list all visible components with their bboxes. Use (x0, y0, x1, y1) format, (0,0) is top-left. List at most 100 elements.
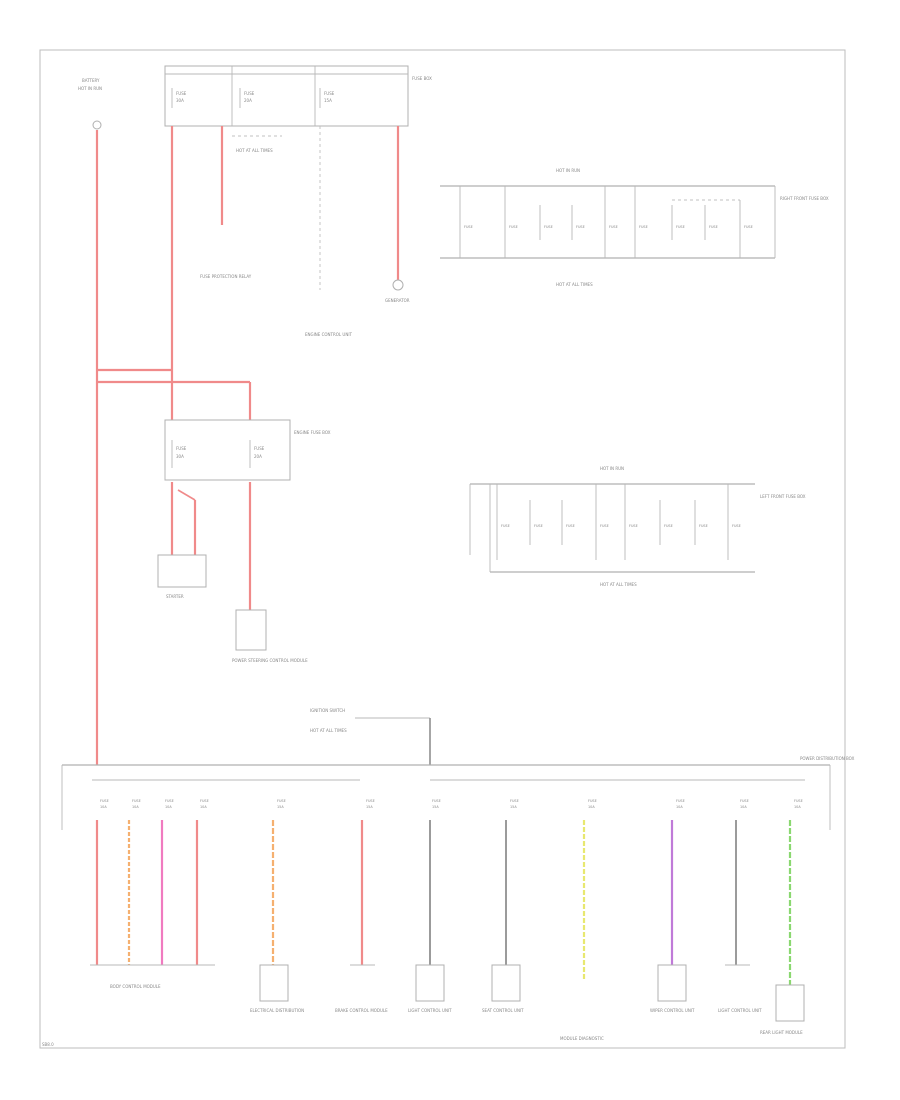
left-front-fuse-box: HOT IN RUN HOT AT ALL TIMES LEFT FRONT F… (469, 466, 806, 587)
svg-text:LEFT FRONT FUSE BOX: LEFT FRONT FUSE BOX (760, 494, 806, 499)
svg-text:LIGHT CONTROL UNIT: LIGHT CONTROL UNIT (718, 1008, 762, 1013)
svg-text:FUSE: FUSE (709, 225, 718, 229)
svg-text:FUSE: FUSE (544, 225, 553, 229)
svg-text:FUSE: FUSE (664, 524, 673, 528)
fuse-top-1: FUSE 30A (171, 88, 187, 108)
svg-text:10A: 10A (165, 805, 172, 809)
hot-at-all-times-top: HOT AT ALL TIMES (236, 148, 273, 153)
svg-text:HOT IN RUN: HOT IN RUN (556, 168, 580, 173)
svg-text:FUSE: FUSE (740, 799, 749, 803)
svg-text:FUSE: FUSE (464, 225, 473, 229)
svg-text:FUSE: FUSE (324, 91, 335, 96)
svg-text:FUSE: FUSE (132, 799, 141, 803)
svg-text:15A: 15A (324, 98, 332, 103)
bcm-label: BODY CONTROL MODULE (110, 984, 161, 989)
svg-text:10A: 10A (794, 805, 801, 809)
svg-text:ENGINE FUSE BOX: ENGINE FUSE BOX (294, 430, 331, 435)
svg-text:FUSE: FUSE (200, 799, 209, 803)
svg-text:20A: 20A (254, 454, 262, 459)
svg-text:HOT AT ALL TIMES: HOT AT ALL TIMES (310, 728, 347, 733)
svg-text:POWER DISTRIBUTION BOX: POWER DISTRIBUTION BOX (800, 756, 855, 761)
svg-text:GENERATOR: GENERATOR (385, 298, 410, 303)
circuit-9: FUSE 10A MODULE DIAGNOSTIC (560, 799, 604, 1041)
svg-text:FUSE: FUSE (588, 799, 597, 803)
svg-text:15A: 15A (432, 805, 439, 809)
power-steering-wire: POWER STEERING CONTROL MODULE (232, 482, 308, 663)
svg-text:MODULE DIAGNOSTIC: MODULE DIAGNOSTIC (560, 1036, 604, 1041)
svg-text:FUSE: FUSE (794, 799, 803, 803)
svg-text:FUSE: FUSE (600, 524, 609, 528)
svg-text:FUSE: FUSE (676, 225, 685, 229)
svg-text:IGNITION SWITCH: IGNITION SWITCH (310, 708, 345, 713)
svg-text:LIGHT CONTROL UNIT: LIGHT CONTROL UNIT (408, 1008, 452, 1013)
svg-text:30A: 30A (176, 454, 184, 459)
diagram-frame (39, 49, 846, 1049)
fuse-top-2: FUSE 20A (239, 88, 255, 108)
fuse-row-right: FUSE FUSE FUSE FUSE FUSE FUSE FUSE FUSE … (459, 186, 753, 258)
circuit-2: FUSE 10A (127, 799, 141, 965)
svg-text:10A: 10A (132, 805, 139, 809)
svg-text:SEAT CONTROL UNIT: SEAT CONTROL UNIT (482, 1008, 524, 1013)
svg-text:10A: 10A (740, 805, 747, 809)
svg-text:FUSE: FUSE (501, 524, 510, 528)
svg-text:BATTERY: BATTERY (82, 78, 100, 83)
svg-text:FUSE: FUSE (366, 799, 375, 803)
svg-text:10A: 10A (200, 805, 207, 809)
svg-text:ELECTRICAL DISTRIBUTION: ELECTRICAL DISTRIBUTION (250, 1008, 304, 1013)
ignition-feed: IGNITION SWITCH HOT AT ALL TIMES (310, 708, 431, 765)
svg-text:RIGHT FRONT FUSE BOX: RIGHT FRONT FUSE BOX (780, 196, 829, 201)
circuit-1: FUSE 10A (95, 799, 109, 965)
top-fuse-box: FUSE 30A FUSE 20A FUSE 15A FUSE BOX HOT … (164, 65, 432, 153)
svg-text:FUSE: FUSE (277, 799, 286, 803)
red-wires (95, 126, 400, 765)
label-engine-control: ENGINE CONTROL UNIT (305, 332, 352, 337)
starter-label: STARTER (166, 594, 184, 599)
svg-text:FUSE: FUSE (509, 225, 518, 229)
svg-text:30A: 30A (176, 98, 184, 103)
svg-text:FUSE: FUSE (629, 524, 638, 528)
svg-text:HOT IN RUN: HOT IN RUN (600, 466, 624, 471)
engine-fuse-box: FUSE 30A FUSE 20A ENGINE FUSE BOX (164, 419, 331, 481)
svg-text:FUSE: FUSE (510, 799, 519, 803)
svg-text:15A: 15A (510, 805, 517, 809)
right-front-fuse-box: HOT IN RUN HOT AT ALL TIMES RIGHT FRONT … (440, 168, 829, 287)
svg-text:20A: 20A (244, 98, 252, 103)
svg-text:10A: 10A (676, 805, 683, 809)
starter-wires: STARTER (157, 482, 207, 599)
svg-text:FUSE: FUSE (100, 799, 109, 803)
svg-text:FUSE: FUSE (676, 799, 685, 803)
svg-text:15A: 15A (277, 805, 284, 809)
svg-text:FUSE: FUSE (254, 446, 265, 451)
bottom-circuits: FUSE 10A FUSE 10A FUSE 10A FUSE 10A BODY… (90, 799, 805, 1041)
svg-text:FUSE: FUSE (165, 799, 174, 803)
fuse-box-top-label: FUSE BOX (412, 76, 432, 81)
battery-top: BATTERY HOT IN RUN (78, 78, 102, 130)
power-steering-label: POWER STEERING CONTROL MODULE (232, 658, 308, 663)
svg-text:FUSE: FUSE (176, 446, 187, 451)
svg-text:FUSE: FUSE (534, 524, 543, 528)
svg-text:BRAKE CONTROL MODULE: BRAKE CONTROL MODULE (335, 1008, 388, 1013)
svg-text:FUSE: FUSE (432, 799, 441, 803)
svg-text:FUSE: FUSE (244, 91, 255, 96)
svg-text:HOT AT ALL TIMES: HOT AT ALL TIMES (556, 282, 593, 287)
label-relay-top: FUSE PROTECTION RELAY (200, 274, 252, 279)
svg-text:REAR LIGHT MODULE: REAR LIGHT MODULE (760, 1030, 803, 1035)
circuit-10: FUSE 10A WIPER CONTROL UNIT (650, 799, 695, 1013)
svg-text:FUSE: FUSE (609, 225, 618, 229)
svg-text:10A: 10A (588, 805, 595, 809)
svg-text:10A: 10A (100, 805, 107, 809)
svg-text:HOT IN RUN: HOT IN RUN (78, 86, 102, 91)
circuit-11: FUSE 10A LIGHT CONTROL UNIT (718, 799, 762, 1013)
power-distribution-box: POWER DISTRIBUTION BOX (61, 756, 855, 830)
circuit-5: FUSE 15A ELECTRICAL DISTRIBUTION (250, 799, 304, 1013)
circuit-4: FUSE 10A (195, 799, 209, 965)
svg-text:FUSE: FUSE (639, 225, 648, 229)
fuse-row-left: FUSE FUSE FUSE FUSE FUSE FUSE FUSE FUSE (496, 484, 741, 560)
circuit-6: FUSE 15A BRAKE CONTROL MODULE (335, 799, 388, 1013)
fuse-top-3: FUSE 15A (319, 88, 335, 108)
svg-text:FUSE: FUSE (576, 225, 585, 229)
svg-text:FUSE: FUSE (744, 225, 753, 229)
circuit-3: FUSE 10A (160, 799, 174, 965)
circuit-12: FUSE 10A REAR LIGHT MODULE (760, 799, 805, 1035)
